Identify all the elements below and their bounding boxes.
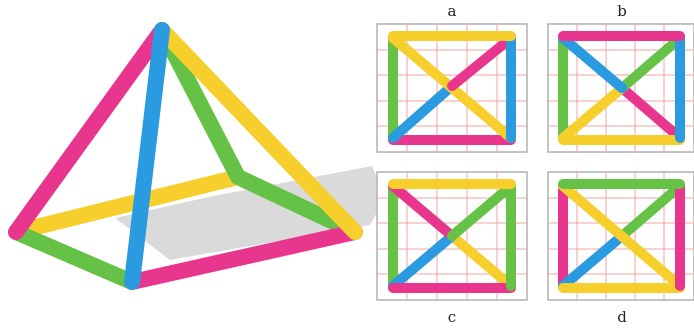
option-b-diag-tl-br-upper [558, 33, 627, 93]
pyramid-edge-base-left-back [8, 169, 246, 240]
option-c-diag-tl-br-lower [447, 231, 516, 291]
option-b-diag-tl-br-lower [617, 83, 685, 143]
option-c-diag-tl-br-upper [388, 181, 457, 241]
option-a-diag-tr-bl-lower [388, 81, 457, 143]
pyramid-edge-apex-right [154, 22, 363, 240]
option-d-label: d [617, 308, 627, 326]
option-c-diag-tr-bl [447, 181, 516, 241]
pyramid [8, 22, 363, 290]
pyramid-edge-apex-front [124, 22, 170, 290]
option-c-label: c [448, 308, 456, 326]
option-c-diag-tr-bl-lower [388, 231, 457, 291]
option-a[interactable]: a [376, 2, 528, 153]
pyramid-edge-base-left-front [8, 224, 140, 290]
option-a-label: a [448, 2, 457, 20]
option-b[interactable]: b [547, 2, 694, 153]
option-b-label: b [617, 2, 627, 20]
option-a-diag-tr-bl-upper [447, 33, 516, 91]
option-d-diag-tl-br [558, 181, 685, 291]
option-b-diag-tr-bl-upper [617, 33, 685, 93]
option-c[interactable]: c [376, 171, 528, 326]
option-d-diag-tr-bl-lower [558, 231, 627, 291]
pyramid-edge-apex-left [8, 22, 170, 240]
option-d-diag-tr-bl-upper [617, 181, 685, 241]
option-b-diag-tr-bl-lower [558, 83, 627, 143]
pyramid-edge-base-front-right [124, 224, 363, 290]
option-d[interactable]: d [547, 171, 694, 326]
